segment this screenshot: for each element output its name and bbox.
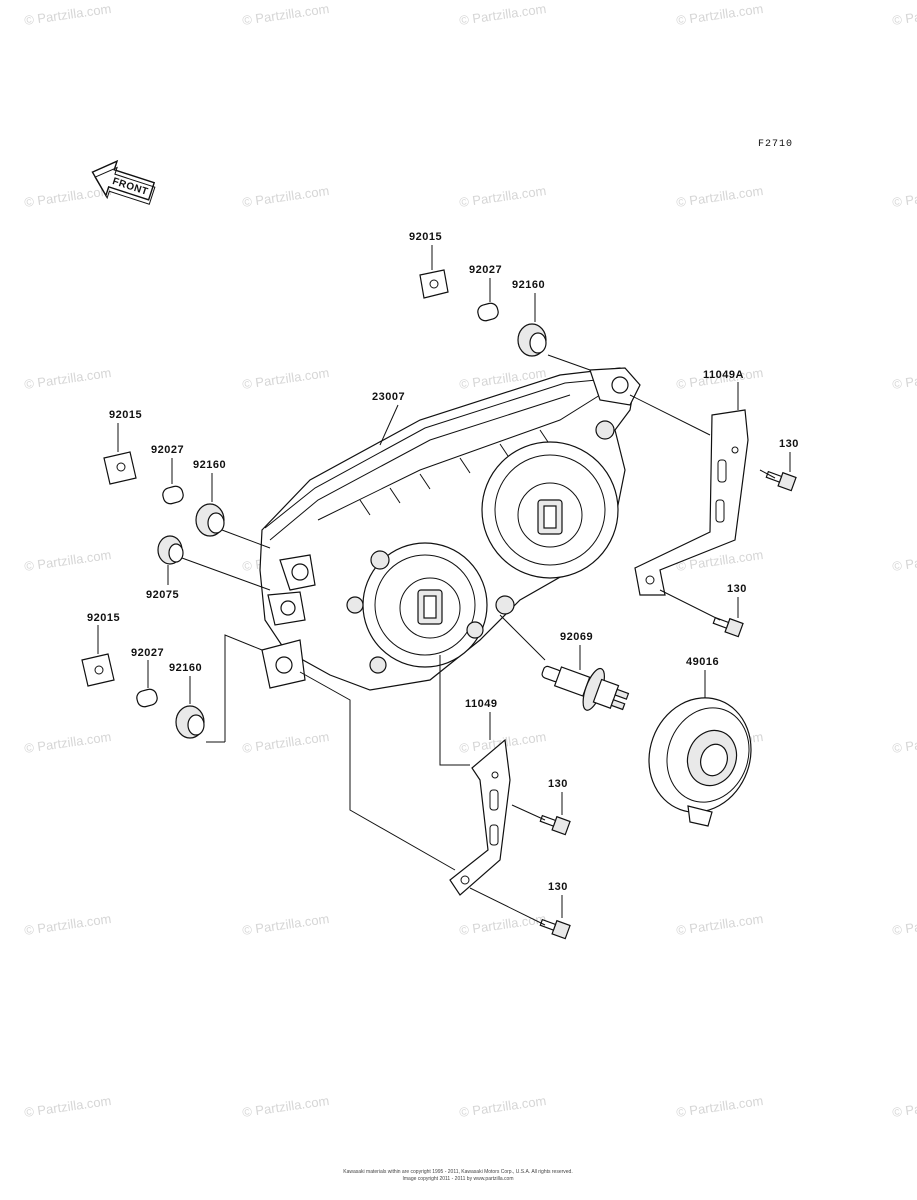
bracket-11049A	[634, 409, 749, 596]
label-23007: 23007	[372, 391, 405, 403]
watermark-text: © Partzilla.com	[23, 1093, 112, 1120]
label-92027-top: 92027	[469, 264, 502, 276]
watermark-text: © Partzilla.com	[241, 1093, 330, 1120]
watermark-text: © Partzilla.com	[23, 183, 112, 210]
bulb-92069	[541, 665, 630, 711]
watermark-text: © Partzilla.com	[23, 1, 112, 28]
watermark-text: © Partzilla.com	[891, 729, 917, 756]
watermark-text: © Partzilla.com	[458, 1093, 547, 1120]
watermark-text: © Partzilla.com	[891, 547, 917, 574]
label-92160-mid: 92160	[193, 459, 226, 471]
leader-lines	[97, 245, 791, 926]
watermark-text: © Partzilla.com	[23, 365, 112, 392]
part-labels: 92015 92027 92160 23007 11049A 130 92015…	[87, 231, 799, 893]
watermark-text: © Partzilla.com	[241, 729, 330, 756]
watermark-text: © Partzilla.com	[891, 183, 917, 210]
grommet-set-low	[81, 653, 205, 739]
bolt-130-a	[765, 470, 797, 492]
footer-image-credit: Image copyright 2011 - 2011 by www.partz…	[403, 1176, 514, 1182]
label-92027-low: 92027	[131, 647, 164, 659]
footer-copyright: Kawasaki materials within are copyright …	[343, 1169, 572, 1175]
label-11049: 11049	[465, 698, 497, 710]
label-92027-mid: 92027	[151, 444, 184, 456]
bolt-130-b	[712, 616, 744, 638]
headlight-assembly	[259, 367, 641, 691]
watermark-text: © Partzilla.com	[675, 1093, 764, 1120]
watermark-text: © Partzilla.com	[241, 1, 330, 28]
watermark-text: © Partzilla.com	[675, 911, 764, 938]
label-92015-low: 92015	[87, 612, 120, 624]
watermark-text: © Partzilla.com	[241, 365, 330, 392]
watermark-text: © Partzilla.com	[891, 911, 917, 938]
watermark-text: © Partzilla.com	[458, 1, 547, 28]
watermark-text: © Partzilla.com	[23, 547, 112, 574]
label-49016: 49016	[686, 656, 719, 668]
watermark-text: © Partzilla.com	[241, 911, 330, 938]
watermark-text: © Partzilla.com	[891, 1093, 917, 1120]
watermark-text: © Partzilla.com	[23, 911, 112, 938]
label-130-a: 130	[779, 438, 799, 450]
front-arrow-icon: FRONT	[91, 159, 156, 205]
watermark-text: © Partzilla.com	[241, 183, 330, 210]
grommet-set-top	[419, 269, 547, 357]
figure-reference: F2710	[758, 139, 793, 150]
label-92160-top: 92160	[512, 279, 545, 291]
watermark-text: © Partzilla.com	[458, 183, 547, 210]
grommet-set-mid	[103, 451, 225, 565]
bracket-11049	[449, 738, 511, 896]
label-130-d: 130	[548, 881, 568, 893]
label-130-b: 130	[727, 583, 747, 595]
label-11049A: 11049A	[703, 369, 744, 381]
watermark-text: © Partzilla.com	[891, 365, 917, 392]
label-92075: 92075	[146, 589, 179, 601]
watermark-text: © Partzilla.com	[891, 1, 917, 28]
watermark-text: © Partzilla.com	[23, 729, 112, 756]
bolt-130-c	[539, 814, 571, 836]
watermark-text: © Partzilla.com	[675, 183, 764, 210]
label-92015-top: 92015	[409, 231, 442, 243]
label-130-c: 130	[548, 778, 568, 790]
dust-cover-49016	[648, 697, 752, 827]
label-92160-low: 92160	[169, 662, 202, 674]
bolt-130-d	[539, 918, 571, 940]
label-92069: 92069	[560, 631, 593, 643]
watermark-text: © Partzilla.com	[675, 1, 764, 28]
watermark-text: © Partzilla.com	[458, 911, 547, 938]
label-92015-mid: 92015	[109, 409, 142, 421]
